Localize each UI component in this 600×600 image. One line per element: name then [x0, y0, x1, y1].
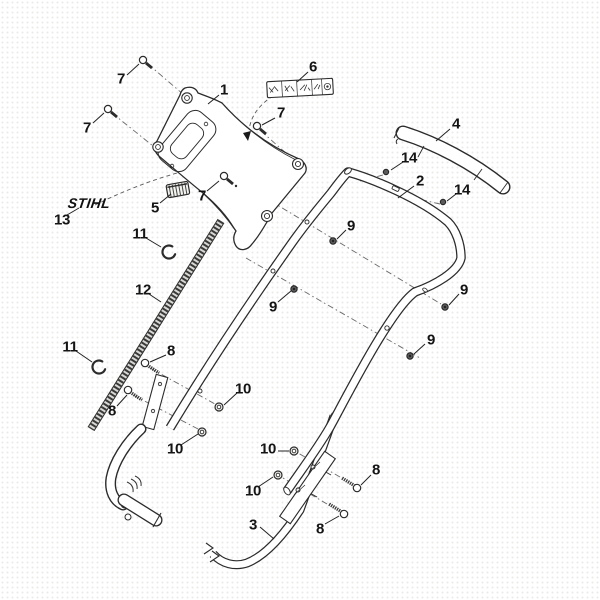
screw-icon [290, 285, 298, 293]
callout-11-b: 11 [62, 338, 78, 356]
callout-10-b: 10 [166, 440, 184, 458]
callout-7-b: 7 [82, 119, 92, 137]
c-clip-fasteners [91, 244, 177, 375]
information-label-part [266, 77, 334, 99]
bolt-icon [328, 502, 349, 519]
nut-icon [273, 470, 283, 480]
nut-icon [214, 402, 224, 412]
handle-grip-part [393, 125, 511, 195]
callout-2: 2 [415, 172, 425, 190]
callout-7-a: 7 [116, 70, 126, 88]
lower-handle-mount-plate-right [278, 450, 337, 525]
callout-5: 5 [150, 199, 160, 217]
label-position-arrow [243, 131, 251, 141]
screw-icon [219, 171, 234, 186]
callout-14-a: 14 [400, 149, 418, 167]
callout-11-a: 11 [132, 225, 148, 243]
nut-10-fasteners [197, 402, 299, 480]
callout-9-d: 9 [426, 331, 436, 349]
label-pictograms [268, 83, 321, 93]
callout-9-a: 9 [346, 217, 356, 235]
screw-icon [441, 303, 449, 311]
c-clip-icon [91, 359, 107, 375]
tube-holes [197, 219, 428, 394]
callout-8-a: 8 [166, 342, 176, 360]
bolt-icon [140, 358, 160, 375]
handle-console-part [152, 86, 307, 251]
screw-7-fasteners [103, 55, 267, 186]
callout-8-d: 8 [315, 520, 325, 538]
tube-break-symbol [203, 542, 220, 563]
callout-7-c: 7 [276, 104, 286, 122]
console-screw-bosses [152, 92, 305, 223]
callout-13: 13 [53, 211, 71, 229]
screw-14-fasteners [382, 168, 447, 206]
callout-4: 4 [451, 115, 461, 133]
callout-10-a: 10 [234, 380, 252, 398]
screw-icon [329, 237, 337, 245]
callout-6: 6 [308, 58, 318, 76]
screw-icon [406, 352, 414, 360]
callout-3: 3 [248, 516, 258, 534]
nut-icon [289, 446, 299, 456]
lower-handle-left-bracket [105, 423, 163, 528]
console-recess [157, 109, 217, 173]
stihl-logo: STIHL [66, 195, 112, 211]
callout-leader-lines [66, 63, 460, 540]
bolt-icon [341, 476, 362, 493]
callout-7-d: 7 [197, 187, 207, 205]
screw-icon [439, 198, 447, 206]
screw-icon [382, 168, 390, 176]
lower-handle-mount-plate-left [141, 373, 169, 431]
screw-icon [138, 55, 153, 70]
upper-handle-tube [165, 167, 466, 496]
callout-10-d: 10 [244, 482, 262, 500]
bolt-8-fasteners [123, 358, 362, 519]
bolt-icon [123, 385, 143, 402]
callout-8-b: 8 [107, 402, 117, 420]
callout-9-c: 9 [459, 281, 469, 299]
lower-handle-tube-right [203, 412, 339, 570]
cap-part [165, 180, 191, 199]
callout-14-b: 14 [453, 181, 471, 199]
screw-9-fasteners [290, 237, 449, 360]
callout-12: 12 [134, 281, 152, 299]
threaded-rod-part [87, 218, 225, 432]
nut-icon [197, 427, 207, 437]
callout-10-c: 10 [259, 440, 277, 458]
callout-8-c: 8 [371, 461, 381, 479]
assembly-axis-lines [111, 63, 442, 505]
screw-icon [103, 104, 118, 119]
c-clip-icon [161, 244, 177, 260]
callout-9-b: 9 [268, 298, 278, 316]
screw-icon [252, 121, 267, 136]
callout-1: 1 [219, 81, 229, 99]
spring-detail [126, 475, 142, 493]
